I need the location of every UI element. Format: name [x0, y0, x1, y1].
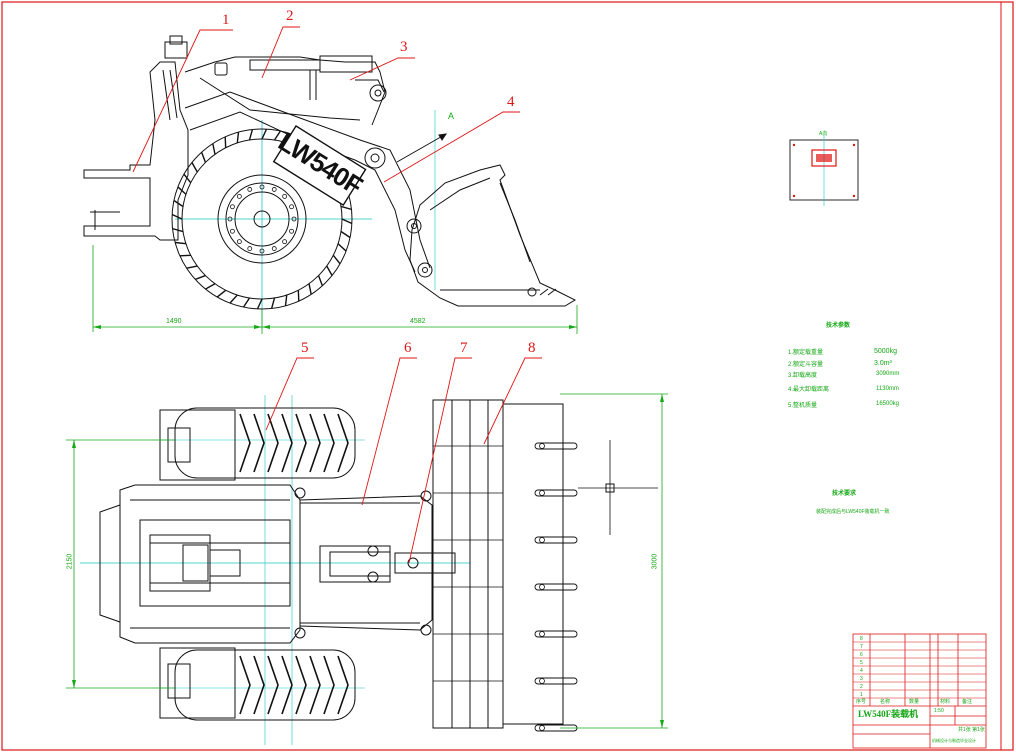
spec-label-1: 1.额定载重量 [788, 350, 824, 356]
dim-4582: 4582 [410, 318, 426, 325]
tb-col-note: 备注 [962, 699, 973, 705]
top-view [66, 393, 668, 745]
part-number-7: 7 [460, 340, 468, 356]
tb-row-3: 3 [860, 676, 863, 682]
spec-value-3: 3090mm [876, 371, 900, 377]
detail-view-a [789, 135, 859, 206]
part-number-3: 3 [400, 39, 408, 55]
spec-value-5: 16500kg [876, 401, 900, 407]
part-leaders [132, 26, 542, 564]
tb-row-8: 8 [860, 636, 863, 642]
tb-row-5: 5 [860, 660, 863, 666]
tb-company: 机械设计与制造毕业设计 [932, 738, 976, 743]
spec-value-1: 5000kg [874, 348, 897, 355]
dim-3000: 3000 [651, 553, 659, 570]
tb-row-2: 2 [860, 684, 863, 690]
part-number-8: 8 [528, 340, 536, 356]
tb-sheet: 共1张 第1张 [958, 727, 985, 733]
detail-label: A向 [819, 131, 828, 137]
title-block-grid [852, 633, 987, 749]
part-number-5: 5 [301, 340, 309, 356]
rim-bolts [227, 184, 297, 254]
tb-row-4: 4 [860, 668, 863, 674]
spec-value-2: 3.0m³ [874, 360, 892, 367]
title-block-rows [853, 641, 986, 699]
part-number-4: 4 [507, 94, 515, 110]
spec-label-2: 2.额定斗容量 [788, 362, 824, 368]
part-number-6: 6 [404, 340, 412, 356]
tb-scale: 1:50 [934, 708, 944, 714]
brand-placard [272, 125, 367, 207]
tb-col-name: 名称 [880, 699, 891, 705]
tb-row-7: 7 [860, 644, 863, 650]
spec-label-5: 5.整机质量 [788, 403, 818, 409]
tb-title: LW540F装载机 [858, 709, 919, 719]
dim-2150: 2150 [66, 553, 74, 570]
part-number-2: 2 [286, 8, 294, 24]
tb-row-6: 6 [860, 652, 863, 658]
bucket-ribs [433, 445, 503, 729]
spec-label-4: 4.最大卸载距离 [788, 387, 830, 393]
tb-col-mat: 材料 [940, 699, 951, 705]
side-view [83, 35, 578, 334]
tb-col-no: 序号 [856, 699, 867, 705]
specs-title: 技术参数 [826, 323, 851, 329]
requirements-title: 技术要求 [832, 491, 857, 497]
dim-1490: 1490 [166, 318, 182, 325]
requirements-text: 装配完成后与LW540F装载机一致 [816, 509, 890, 515]
tb-col-qty: 数量 [909, 699, 920, 705]
spec-value-4: 1130mm [876, 386, 899, 392]
tb-row-1: 1 [860, 692, 863, 698]
part-number-1: 1 [222, 12, 230, 28]
view-label-a: A [448, 111, 455, 121]
spec-label-3: 3.卸载高度 [788, 373, 818, 379]
tire-chevrons [239, 413, 349, 715]
bucket-teeth [534, 442, 578, 732]
